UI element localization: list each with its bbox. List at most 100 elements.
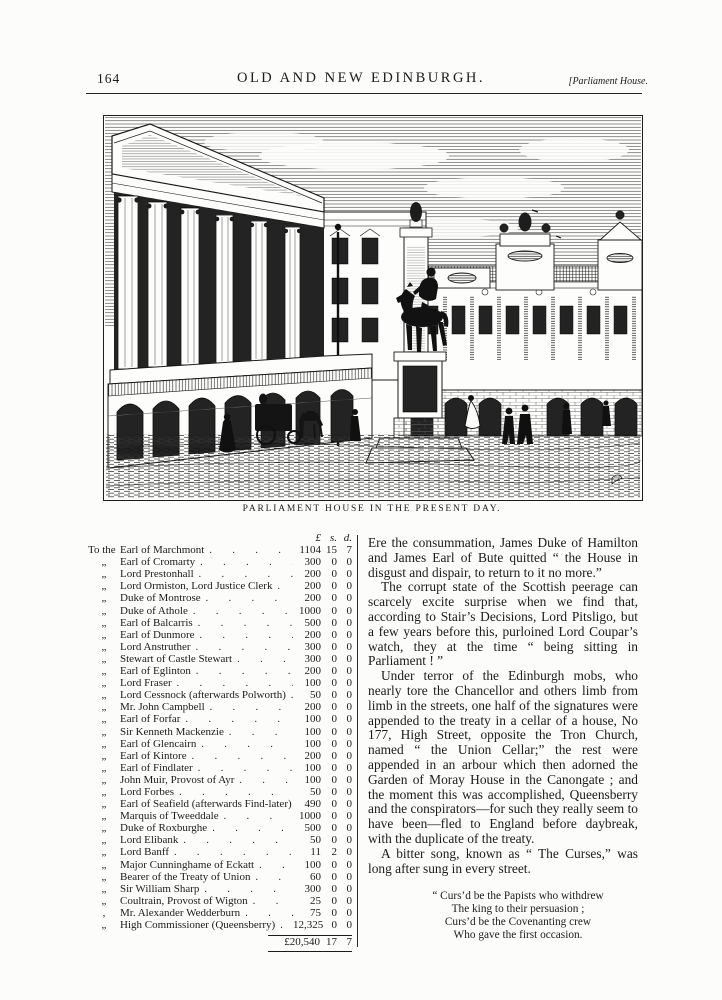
leader-dots [275,920,293,932]
ledger-row-name: Sir Kenneth Mackenzie [120,725,224,738]
ledger-row-pounds: 12,325 [293,919,324,931]
ledger-row-name: Earl of Cromarty [120,556,196,569]
figure-engraving [103,115,643,501]
page-number: 164 [97,71,121,86]
ledger-row-shillings: 0 [331,882,338,895]
ledger-row: „ Lord Banff 11 2 0 [88,847,352,859]
ledger-row: „ Duke of Roxburghe 500 0 0 [88,822,352,835]
ledger-row-shillings: 0 [331,870,338,883]
ledger-row-pence: 0 [346,834,353,847]
ledger-row: „ Lord Cessnock (afterwards Polworth) 50… [88,689,353,702]
ledger-row: „ Earl of Eglinton 200 0 0 [88,665,352,678]
leader-dots [195,630,293,642]
ledger-row-pence: 0 [346,640,353,653]
ledger-row-pounds: 300 [304,652,322,665]
ledger-row-pence: 0 [346,701,353,714]
ledger-row-shillings: 0 [331,592,338,605]
ledger-row-pence: 0 [346,870,353,883]
ledger-row-pence: 0 [346,677,353,690]
ledger-row: „ John Muir, Provost of Ayr 100 0 0 [88,773,353,787]
ledger-row: „ Earl of Forfar 100 0 0 [88,714,352,726]
engraving-parliament-house-illustration [105,117,642,498]
ledger-row-shillings: 0 [331,616,338,629]
ledger-row-pounds: 200 [304,665,322,678]
section-note: [Parliament House. [568,76,648,87]
ledger-row-prefix: „ [101,713,107,726]
leader-dots [232,654,293,666]
ledger-row-pence: 0 [346,652,353,665]
ledger-row: „ Lord Fraser 100 0 0 [88,677,353,690]
ledger-row-name: Sir William Sharp [120,882,200,895]
leader-dots [178,835,293,847]
ledger-row-prefix: „ [101,773,107,786]
ledger-row-name: Lord Cessnock (afterwards Polworth) [120,689,286,702]
ledger-row-prefix: „ [101,592,107,605]
ledger-row-name: Mr. John Campbell [120,701,205,714]
ledger-row-name: Major Cunninghame of Eckatt [120,858,255,871]
ledger-rows: To the Earl of Marchmont 1104 15 7 „ Ear… [88,544,353,932]
ledger-row-prefix: „ [101,858,107,871]
ledger-total: £20,540 17 7 [88,934,352,952]
ledger-row: „ Sir William Sharp 300 0 0 [88,882,352,896]
ledger-row-shillings: 0 [331,604,338,617]
leader-dots [254,860,293,872]
ledger-row-name: Earl of Kintore [120,749,187,762]
leader-dots [234,775,293,787]
ledger-row-prefix: „ [101,894,107,907]
article-column: Ere the consummation, James Duke of Hami… [368,535,638,942]
ledger-row-prefix: „ [101,665,107,678]
total-shillings: 17 [326,935,337,948]
ledger-row-shillings: 0 [331,737,338,750]
ledger-row: „ Lord Forbes 50 0 0 [88,785,352,799]
leader-dots [205,702,293,714]
ledger-row: „ Lord Prestonhall 200 0 0 [88,568,352,581]
ledger-row-shillings: 0 [331,785,338,798]
leader-dots [195,557,293,569]
ledger-row: „ Marquis of Tweeddale 1000 0 0 [88,810,352,823]
ledger-row-pounds: 500 [304,616,322,629]
ledger-row-name: Earl of Seafield (afterwards Find-later) [120,798,292,811]
ledger-row-shillings: 0 [331,628,338,641]
ledger-row-pence: 0 [346,713,353,726]
ledger-row-name: Lord Forbes [120,785,175,798]
leader-dots [199,884,293,896]
ledger-row-pence: 0 [346,894,353,907]
ledger-row-name: Stewart of Castle Stewart [120,652,233,665]
ledger-row-pence: 0 [346,592,353,605]
ledger-row-shillings: 0 [331,677,338,690]
ledger-row-shillings: 0 [331,580,338,593]
ledger-row-pence: 0 [346,858,353,871]
ledger-row-name: Lord Anstruther [120,640,191,653]
ledger-row: „ Earl of Kintore 200 0 0 [88,749,353,763]
ledger-row-name: Lord Fraser [120,677,172,690]
ledger-row-shillings: 0 [331,810,338,823]
ledger-row-prefix: „ [101,798,107,811]
ledger-row-prefix: „ [101,870,107,883]
ledger-row-prefix: To the [88,544,116,557]
ledger-row-pounds: 1000 [299,604,321,617]
ledger-row-pence: 0 [346,749,353,762]
ledger-row-prefix: „ [101,652,107,665]
ledger-row-pounds: 490 [304,798,322,811]
ledger-row: „ Earl of Seafield (afterwards Find-late… [88,798,352,811]
ledger-row-prefix: , [102,906,106,919]
ledger-row-name: Earl of Glencairn [120,737,197,750]
ledger-row: „ Earl of Balcarris 500 0 0 [88,617,352,629]
ledger-row-name: Mr. Alexander Wedderburn [120,906,241,919]
verse-quote: “ Curs’d be the Papists who withdrew The… [432,890,604,942]
ledger-currency-header: £ s. d. [88,532,353,545]
ledger-row-prefix: „ [101,556,107,569]
ledger-row-pounds: 100 [304,761,322,774]
ledger-row-prefix: „ [101,580,107,593]
ledger-row-pounds: 50 [310,689,321,702]
ledger-row-pounds: 200 [304,701,322,714]
leader-dots [286,690,293,702]
ledger-row-pence: 0 [346,689,353,702]
ledger-row-pence: 0 [346,773,353,786]
ledger-row-name: Coultrain, Provost of Wigton [120,894,248,907]
ledger-row-pounds: 200 [304,592,322,605]
ledger-row: „ Lord Anstruther 300 0 0 [88,640,353,654]
ledger-row-prefix: „ [101,882,107,895]
ledger-column: £ s. d. To the Earl of Marchmont 1104 15… [88,532,353,952]
